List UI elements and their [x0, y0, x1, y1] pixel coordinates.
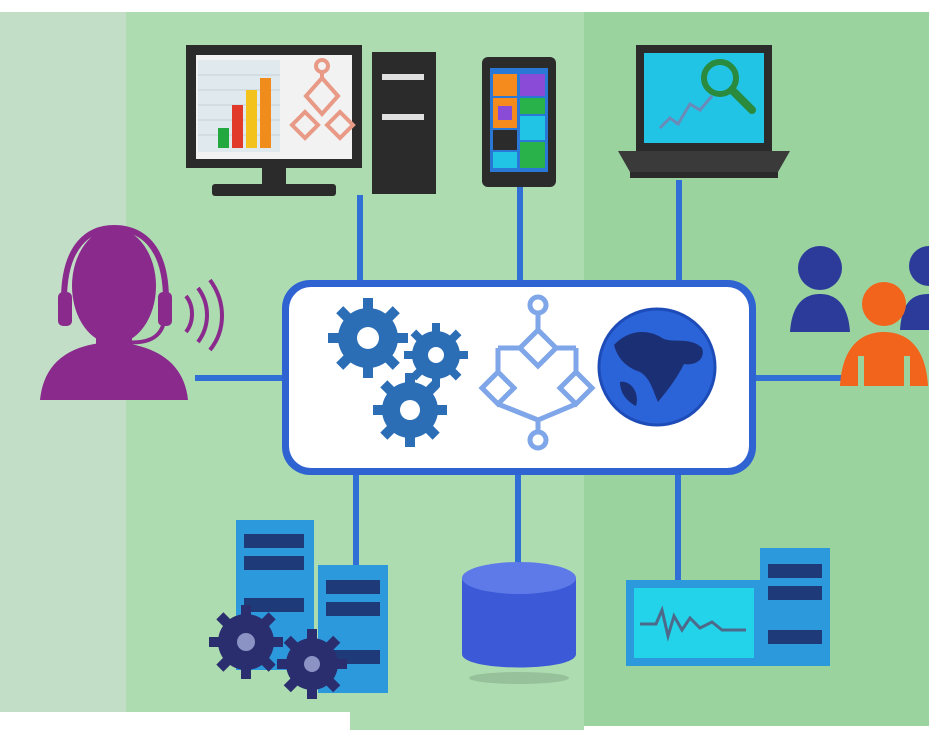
background-gap [0, 712, 350, 730]
globe-icon [597, 307, 717, 427]
desktop-workstation-icon [186, 45, 436, 196]
integration-hub [282, 280, 756, 475]
connector-lines [195, 180, 850, 582]
server-rack-icon [209, 520, 388, 699]
workflow-icon [478, 294, 596, 451]
call-center-agent-icon [40, 224, 224, 400]
laptop-analytics-icon [618, 45, 790, 178]
user-group-icon [790, 246, 929, 386]
database-icon [462, 562, 576, 684]
mobile-phone-icon [482, 57, 556, 187]
gears-icon [328, 298, 468, 447]
monitoring-station-icon [626, 548, 830, 666]
